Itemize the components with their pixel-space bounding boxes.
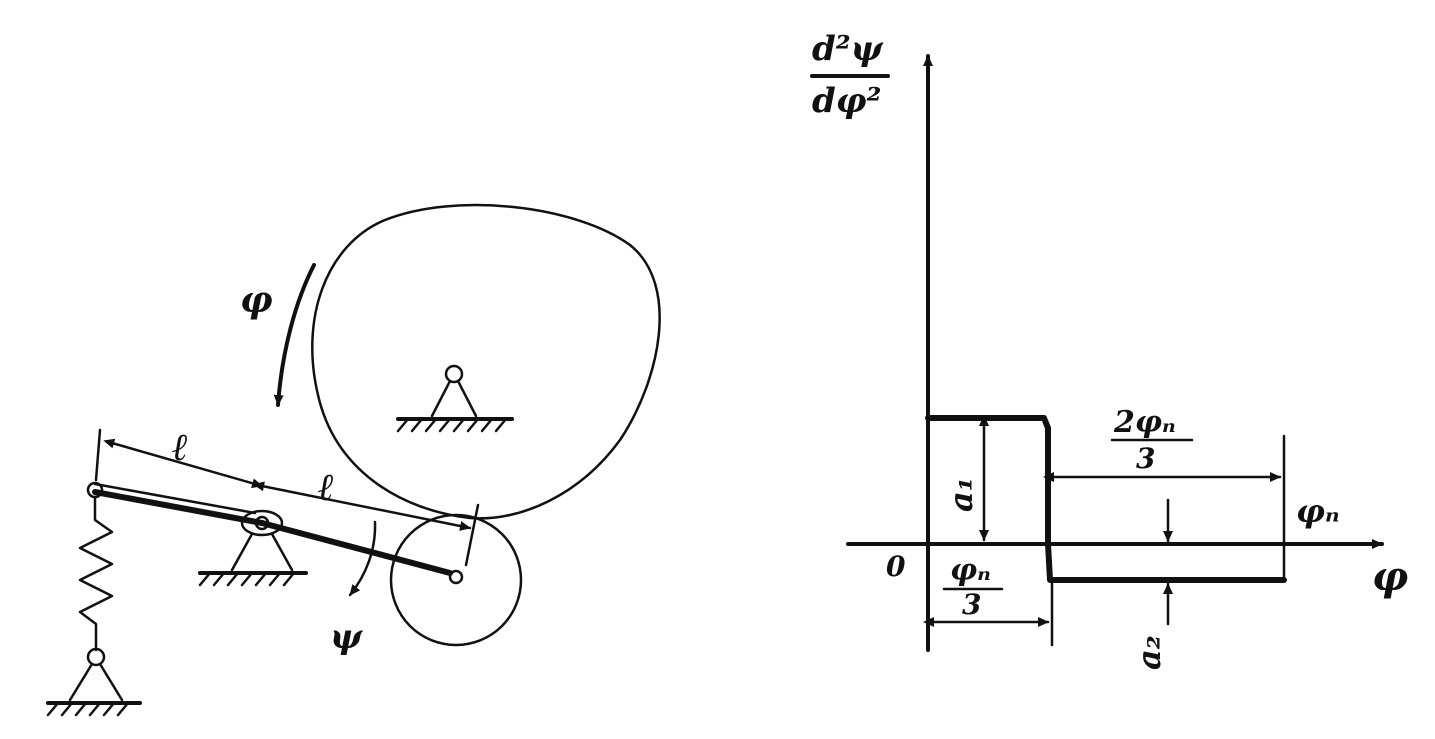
interval1-numerator: φₙ — [950, 553, 991, 588]
y-axis-label-denominator: dφ² — [812, 81, 881, 121]
label-a1: a₁ — [942, 477, 980, 512]
spring — [78, 481, 114, 652]
roller-pin — [448, 569, 464, 585]
cam-rotation-arrow — [273, 263, 316, 407]
negative-acceleration-segment — [1045, 541, 1287, 583]
y-axis-label-numerator: d²ψ — [812, 29, 884, 69]
cam-pivot-support — [396, 364, 514, 433]
interval2-denominator: 3 — [1136, 442, 1155, 475]
acceleration-graph: d²ψ dφ² a₁ a₂ φₙ 3 2φₙ 3 φₙ φ 0 — [810, 29, 1408, 670]
spring-ground-support — [46, 647, 142, 717]
interval1-denominator: 3 — [962, 588, 981, 621]
rocker-rotation-arrow — [348, 520, 377, 597]
label-psi-rocker: ψ — [330, 617, 363, 657]
label-l-left: ℓ — [172, 424, 188, 469]
x-axis-label: φ — [1372, 553, 1408, 600]
label-l-right: ℓ — [318, 464, 334, 509]
rocker-pivot-support — [198, 509, 308, 587]
dimension-l-right — [253, 481, 480, 567]
follower-roller — [389, 513, 523, 647]
cam-mechanism: φ ℓ ℓ ψ — [46, 203, 661, 717]
rocker-arm — [92, 482, 453, 576]
interval2-numerator: 2φₙ — [1113, 405, 1176, 440]
label-a2: a₂ — [1130, 635, 1168, 670]
label-phi-n: φₙ — [1296, 492, 1340, 530]
label-phi-cam: φ — [240, 279, 273, 321]
dimension-l-left — [94, 428, 264, 489]
cam-profile — [311, 203, 661, 520]
origin-label: 0 — [886, 550, 906, 583]
